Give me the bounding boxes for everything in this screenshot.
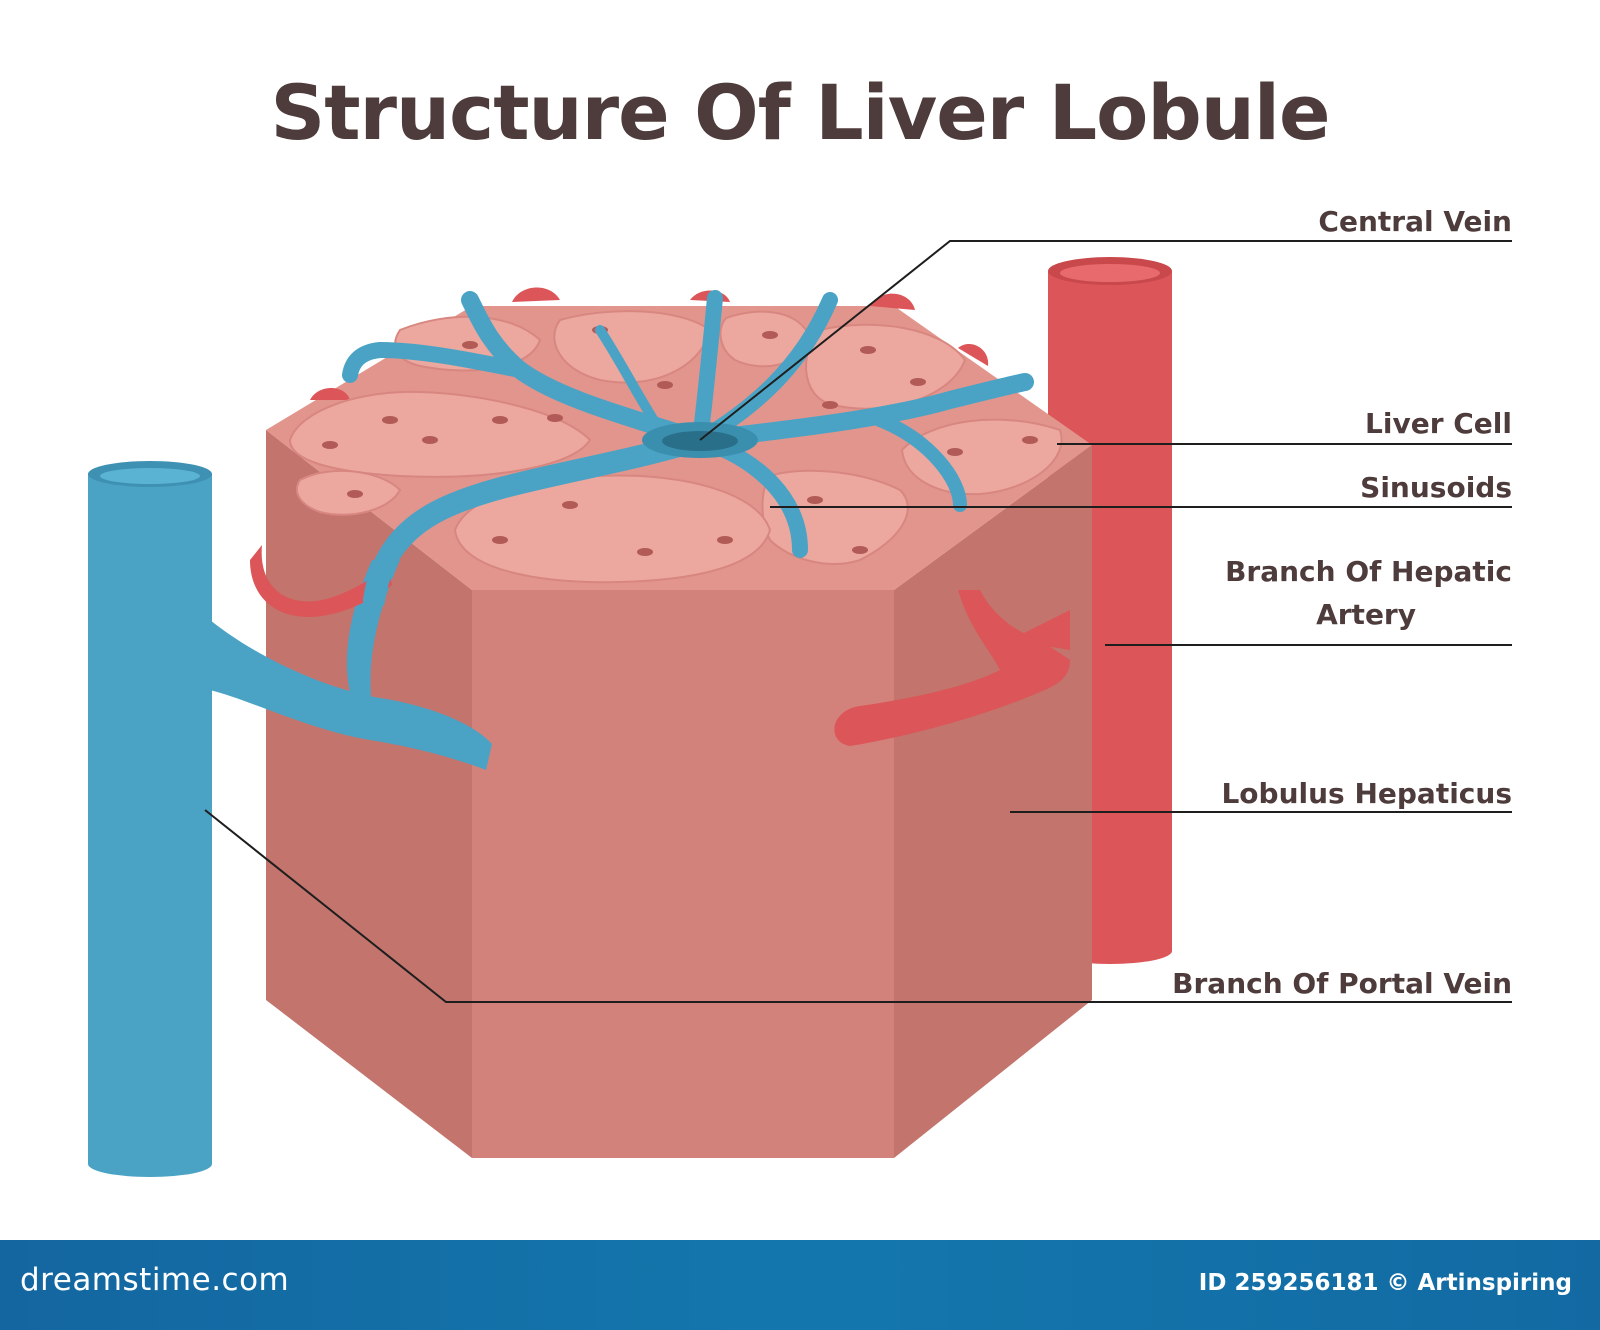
block-right-face: [894, 445, 1092, 1158]
footer-logo[interactable]: dreamstime.com: [20, 1262, 290, 1298]
liver-lobule-illustration: [88, 240, 1512, 1177]
label-central-vein: Central Vein: [1318, 205, 1512, 238]
leader-portal-vein: [204, 809, 1512, 1003]
label-portal-vein: Branch Of Portal Vein: [1172, 967, 1512, 1000]
label-hepatic-artery: Branch Of Hepatic Artery: [1225, 550, 1512, 636]
page-title: Structure Of Liver Lobule: [270, 68, 1330, 157]
label-liver-cell: Liver Cell: [1365, 407, 1512, 440]
label-hepatic-artery-line2: Artery: [1316, 598, 1416, 631]
footer-bar: dreamstime.com ID 259256181 © Artinspiri…: [0, 1240, 1600, 1330]
lobulus-block: [210, 430, 1092, 1158]
label-sinusoids: Sinusoids: [1360, 471, 1512, 504]
label-lobulus-hepaticus: Lobulus Hepaticus: [1221, 777, 1512, 810]
block-front-face: [472, 590, 894, 1158]
hepatic-artery-branch: [834, 590, 1070, 746]
leader-lines: [204, 240, 1512, 1003]
label-hepatic-artery-line1: Branch Of Hepatic: [1225, 555, 1512, 588]
portal-vein-vessel: [88, 461, 212, 1177]
footer-image-id: ID 259256181 © Artinspiring: [1198, 1270, 1572, 1296]
leader-central-vein: [699, 240, 1512, 441]
